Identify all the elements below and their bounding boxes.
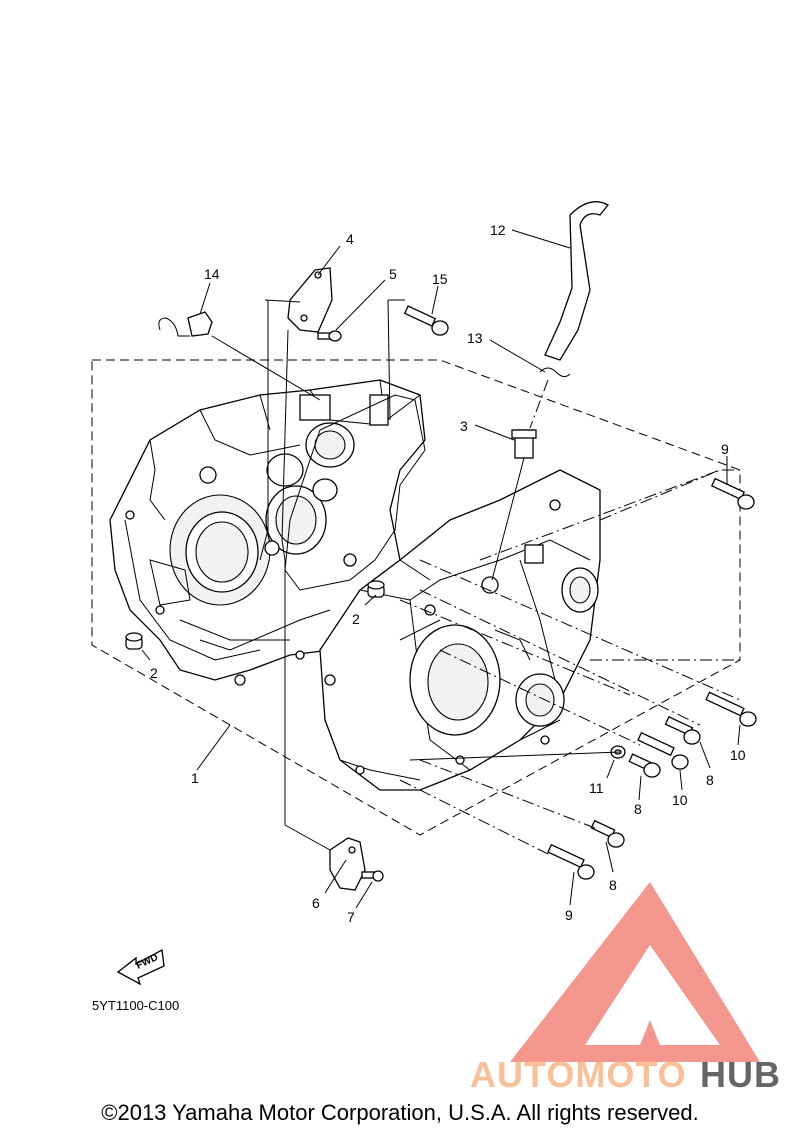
callout-14: 14	[204, 266, 220, 282]
callout-7: 7	[347, 909, 355, 925]
assembly-lines	[211, 299, 741, 856]
bolt-10-middle	[637, 731, 689, 770]
callout-3: 3	[460, 418, 468, 434]
bearing-plate-6	[329, 837, 366, 891]
callout-2-lower: 2	[150, 665, 158, 681]
right-crankcase-half	[319, 469, 601, 791]
callout-2-upper: 2	[352, 611, 360, 627]
callout-10-middle: 10	[672, 792, 688, 808]
bolt-9-lower	[547, 843, 595, 880]
right-crankcase-group-outline	[599, 469, 740, 521]
callout-labels: 1 2 2 3 4 5 6 7 8 8 8 9 9 10 10 11 12 13…	[150, 222, 746, 925]
logo-triangle-shape	[510, 882, 760, 1062]
callout-11: 11	[589, 780, 604, 796]
hose-clip-13	[539, 367, 571, 378]
callout-13: 13	[467, 330, 483, 346]
dowel-pin-2-upper	[367, 580, 385, 598]
bolt-9-upper	[710, 477, 755, 510]
bolt-10-right	[705, 691, 757, 727]
callout-10-right: 10	[730, 747, 746, 763]
breather-hose-12	[544, 201, 609, 361]
callout-15: 15	[432, 271, 448, 287]
fwd-arrow-icon: FWD	[116, 948, 165, 986]
callout-8-middle: 8	[634, 801, 642, 817]
callout-9-lower: 9	[565, 907, 573, 923]
callout-5: 5	[389, 266, 397, 282]
logo-text-hub: HUB	[700, 1054, 781, 1095]
dowel-pin-2-lower	[125, 632, 143, 650]
bolt-15	[403, 305, 449, 336]
cable-clamp-14	[158, 311, 213, 337]
callout-4: 4	[346, 231, 354, 247]
callout-1: 1	[191, 770, 199, 786]
bolt-8-middle	[628, 753, 661, 778]
bearing-plate-4	[287, 267, 333, 333]
crankcase-gasket	[284, 394, 426, 591]
screw-5	[317, 330, 342, 342]
callout-9-upper: 9	[721, 441, 729, 457]
callout-6: 6	[312, 895, 320, 911]
copyright-notice: ©2013 Yamaha Motor Corporation, U.S.A. A…	[101, 1100, 699, 1125]
washer-11	[610, 745, 626, 759]
callout-8-right: 8	[706, 772, 714, 788]
bolt-8-lower	[590, 819, 625, 848]
logo-text-automoto: AUTOMOTO	[470, 1054, 687, 1095]
callout-12: 12	[490, 222, 506, 238]
diagram-code: 5YT1100-C100	[92, 998, 179, 1013]
bolt-8-right	[664, 716, 701, 745]
leader-lines	[141, 229, 741, 909]
automotohub-logo: AUTOMOTO HUB	[470, 882, 781, 1095]
screw-7	[361, 870, 384, 882]
callout-8-lower: 8	[609, 877, 617, 893]
breather-fitting-3	[491, 429, 537, 581]
